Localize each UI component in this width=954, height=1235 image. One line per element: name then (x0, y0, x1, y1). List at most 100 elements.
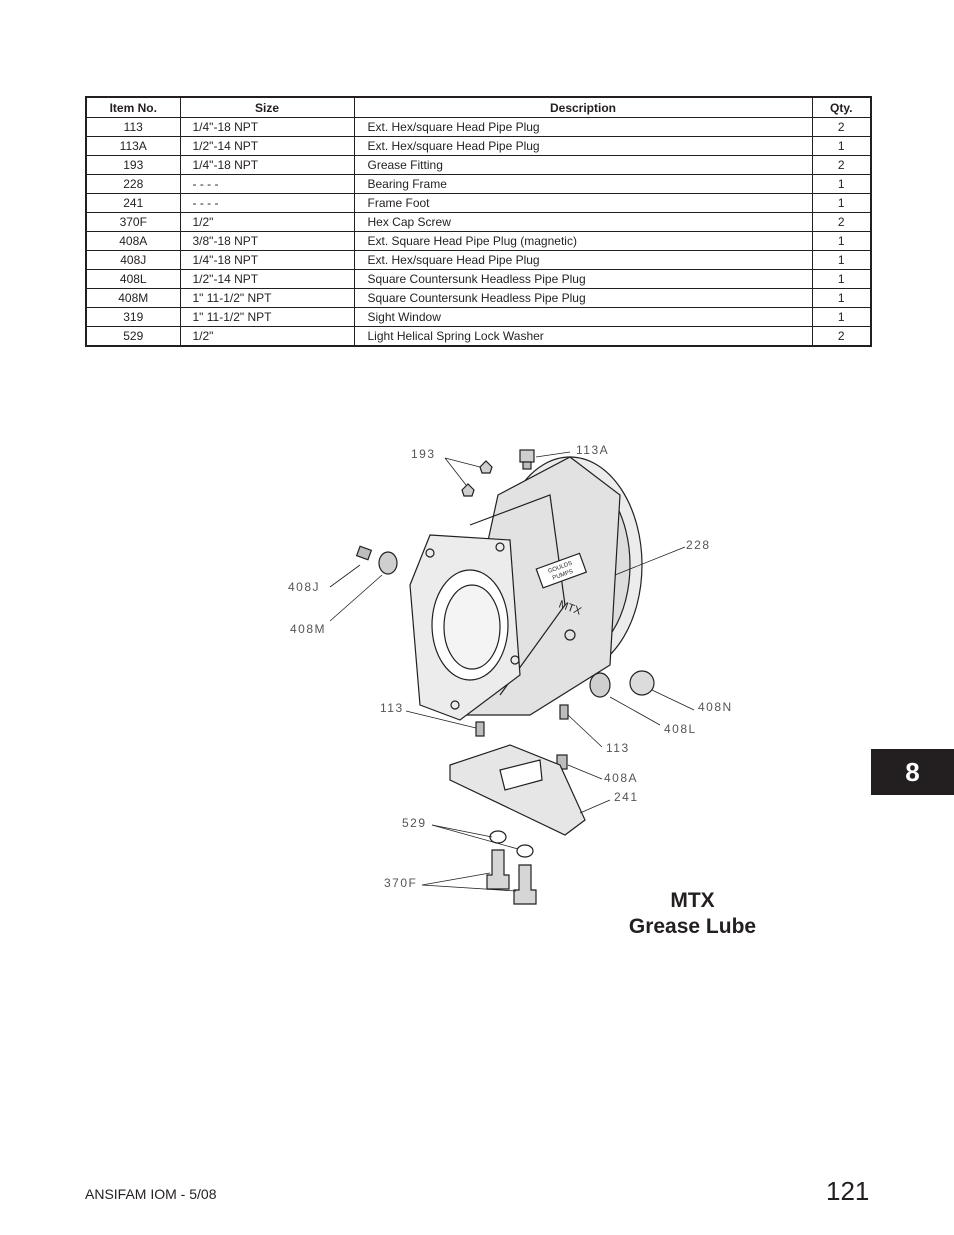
hex-screw-1 (486, 849, 510, 890)
callout-408l: 408L (664, 722, 697, 736)
cell-item-no: 529 (85, 326, 181, 347)
cell-qty: 1 (811, 288, 872, 308)
lock-washer-2 (516, 844, 534, 858)
cell-qty: 2 (811, 326, 872, 347)
plug-408l (589, 672, 611, 698)
cell-qty: 1 (811, 136, 872, 156)
callout-241: 241 (614, 790, 639, 804)
cell-size: - - - - (179, 174, 355, 194)
cell-size: 1/4"-18 NPT (179, 155, 355, 175)
table-header-row: Item No. Size Description Qty. (85, 96, 872, 118)
cell-description: Ext. Hex/square Head Pipe Plug (353, 117, 813, 137)
cell-description: Light Helical Spring Lock Washer (353, 326, 813, 347)
cell-item-no: 370F (85, 212, 181, 232)
nameplate (535, 552, 588, 589)
header-qty: Qty. (811, 96, 872, 118)
cell-qty: 1 (811, 193, 872, 213)
plug-113-left (475, 721, 485, 737)
callout-228: 228 (686, 538, 711, 552)
callout-370f: 370F (384, 876, 417, 890)
plug-408m (378, 551, 398, 575)
grease-fitting-upper (479, 460, 493, 474)
cell-qty: 1 (811, 174, 872, 194)
cell-item-no: 408A (85, 231, 181, 251)
callout-408m: 408M (290, 622, 326, 636)
callout-408a: 408A (604, 771, 638, 785)
exploded-view-drawing: GOULDS PUMPS MTX 193 113A 228 408J 408M … (288, 443, 733, 905)
cell-item-no: 193 (85, 155, 181, 175)
cell-description: Bearing Frame (353, 174, 813, 194)
figure-caption-line1: MTX (670, 889, 715, 912)
header-description: Description (353, 96, 813, 118)
callout-529: 529 (402, 816, 427, 830)
cell-description: Grease Fitting (353, 155, 813, 175)
callout-113a: 113A (576, 443, 609, 457)
cell-qty: 2 (811, 117, 872, 137)
cell-description: Ext. Hex/square Head Pipe Plug (353, 250, 813, 270)
section-tab: 8 (871, 749, 954, 795)
plug-408j (355, 545, 373, 561)
cell-description: Sight Window (353, 307, 813, 327)
cell-description: Square Countersunk Headless Pipe Plug (353, 269, 813, 289)
cell-description: Ext. Square Head Pipe Plug (magnetic) (353, 231, 813, 251)
header-item-no: Item No. (85, 96, 181, 118)
cell-size: 1/2" (179, 212, 355, 232)
cell-size: 1/2"-14 NPT (179, 269, 355, 289)
cell-size: - - - - (179, 193, 355, 213)
cell-description: Hex Cap Screw (353, 212, 813, 232)
lock-washer-1 (489, 830, 507, 844)
cell-size: 3/8"-18 NPT (179, 231, 355, 251)
cell-size: 1/2"-14 NPT (179, 136, 355, 156)
cell-item-no: 113A (85, 136, 181, 156)
cell-item-no: 241 (85, 193, 181, 213)
callout-408j: 408J (288, 580, 320, 594)
cell-qty: 2 (811, 212, 872, 232)
plug-113-right (559, 704, 569, 720)
cell-qty: 2 (811, 155, 872, 175)
cell-item-no: 408M (85, 288, 181, 308)
cell-item-no: 408L (85, 269, 181, 289)
cell-description: Square Countersunk Headless Pipe Plug (353, 288, 813, 308)
plug-408n (629, 670, 655, 696)
cell-size: 1" 11-1/2" NPT (179, 307, 355, 327)
callout-193: 193 (411, 447, 436, 461)
cell-item-no: 408J (85, 250, 181, 270)
cell-size: 1/2" (179, 326, 355, 347)
figure-caption: MTX Grease Lube (600, 888, 785, 940)
callout-408n: 408N (698, 700, 733, 714)
cell-item-no: 113 (85, 117, 181, 137)
cell-description: Ext. Hex/square Head Pipe Plug (353, 136, 813, 156)
footer-doc-id: ANSIFAM IOM - 5/08 (85, 1186, 217, 1202)
cell-qty: 1 (811, 269, 872, 289)
cell-description: Frame Foot (353, 193, 813, 213)
grease-fitting-lower (461, 483, 475, 497)
header-size: Size (179, 96, 355, 118)
cell-item-no: 319 (85, 307, 181, 327)
callout-113-left: 113 (380, 701, 404, 715)
cell-size: 1" 11-1/2" NPT (179, 288, 355, 308)
cell-size: 1/4"-18 NPT (179, 117, 355, 137)
cell-qty: 1 (811, 231, 872, 251)
hex-screw-2 (513, 864, 537, 905)
cell-qty: 1 (811, 250, 872, 270)
cell-qty: 1 (811, 307, 872, 327)
frame-foot (449, 744, 586, 836)
figure-caption-line2: Grease Lube (628, 915, 757, 938)
page-number: 121 (826, 1176, 870, 1206)
plug-113a (519, 449, 535, 463)
cell-size: 1/4"-18 NPT (179, 250, 355, 270)
cell-item-no: 228 (85, 174, 181, 194)
callout-113-right: 113 (606, 741, 630, 755)
